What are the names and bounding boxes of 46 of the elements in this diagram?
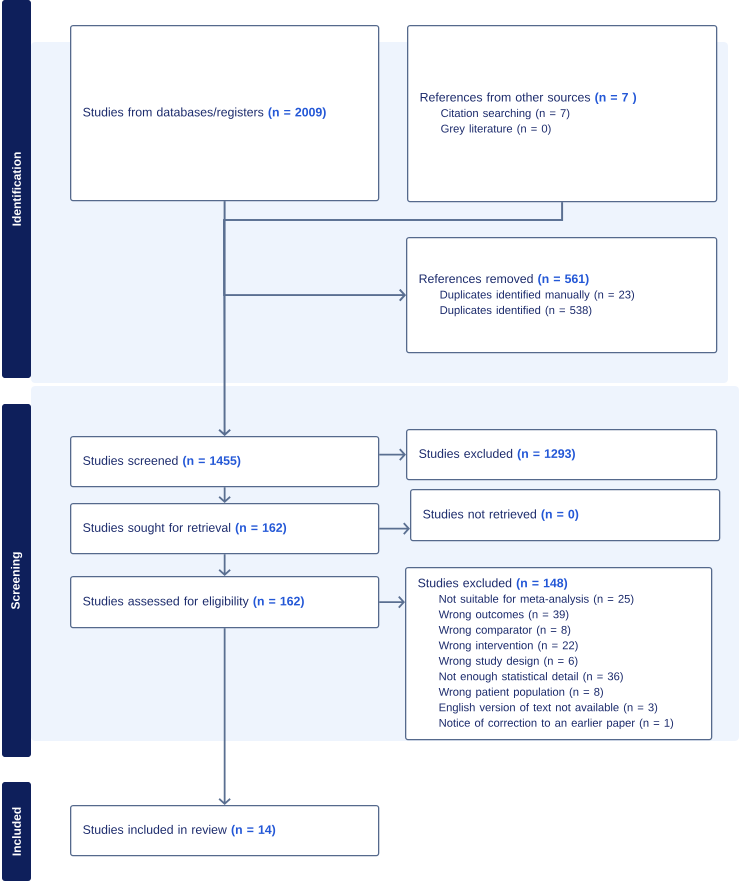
step-box: [406, 237, 718, 354]
step-box: [407, 25, 718, 202]
step-text: Studies included in review (n = 14): [83, 824, 276, 836]
list-item: Notice of correction to an earlier paper (n = 1): [440, 718, 674, 730]
step-box: [70, 805, 380, 856]
step-text: Studies assessed for eligibility (n = 162): [83, 596, 304, 608]
step-heading: References from other sources (n = 7 ): [420, 92, 636, 104]
step-text: Studies sought for retrieval (n = 162): [83, 522, 286, 534]
list-item: Citation searching (n = 7): [441, 108, 570, 120]
list-item: Wrong intervention (n = 22): [438, 641, 578, 652]
step-heading: Studies excluded (n = 148): [418, 578, 568, 590]
list-item: Not suitable for meta-analysis (n = 25): [440, 594, 634, 606]
arrow: [218, 487, 231, 503]
arrow: [218, 202, 564, 436]
step-box: [70, 576, 380, 628]
step-text: Studies screened (n = 1455): [83, 456, 240, 468]
list-item: Grey literature (n = 0): [441, 124, 551, 135]
step-box: [406, 429, 718, 480]
phase-bar: [2, 782, 31, 881]
step-box: [70, 25, 380, 202]
list-item: English version of text not available (n = 3): [440, 703, 658, 714]
step-box: [70, 503, 380, 554]
phase-label: Screening: [10, 552, 22, 610]
step-heading: References removed (n = 561): [420, 274, 589, 286]
arrow: [218, 628, 231, 805]
step-text: Studies from databases/registers (n = 2009): [83, 107, 326, 119]
list-item: Wrong outcomes (n = 39): [438, 610, 568, 621]
list-item: Wrong comparator (n = 8): [438, 626, 570, 636]
phase-bar: [2, 404, 31, 757]
step-box: [410, 489, 720, 542]
step-box: [405, 567, 712, 740]
step-text: Studies not retrieved (n = 0): [423, 509, 578, 521]
arrow: [379, 522, 410, 535]
step-box: [70, 436, 380, 488]
list-item: Wrong patient population (n = 8): [438, 688, 603, 698]
list-item: Wrong study design (n = 6): [438, 656, 578, 668]
phase-label: Identification: [12, 152, 21, 226]
phase-label: Included: [12, 808, 21, 856]
list-item: Duplicates identified (n = 538): [440, 306, 592, 316]
list-item: Not enough statistical detail (n = 36): [440, 672, 623, 683]
phase-bar: [2, 0, 31, 378]
step-text: Studies excluded (n = 1293): [419, 448, 575, 460]
arrow: [379, 596, 405, 608]
arrow: [218, 554, 231, 576]
arrow: [379, 448, 406, 461]
list-item: Duplicates identified manually (n = 23): [440, 290, 634, 301]
